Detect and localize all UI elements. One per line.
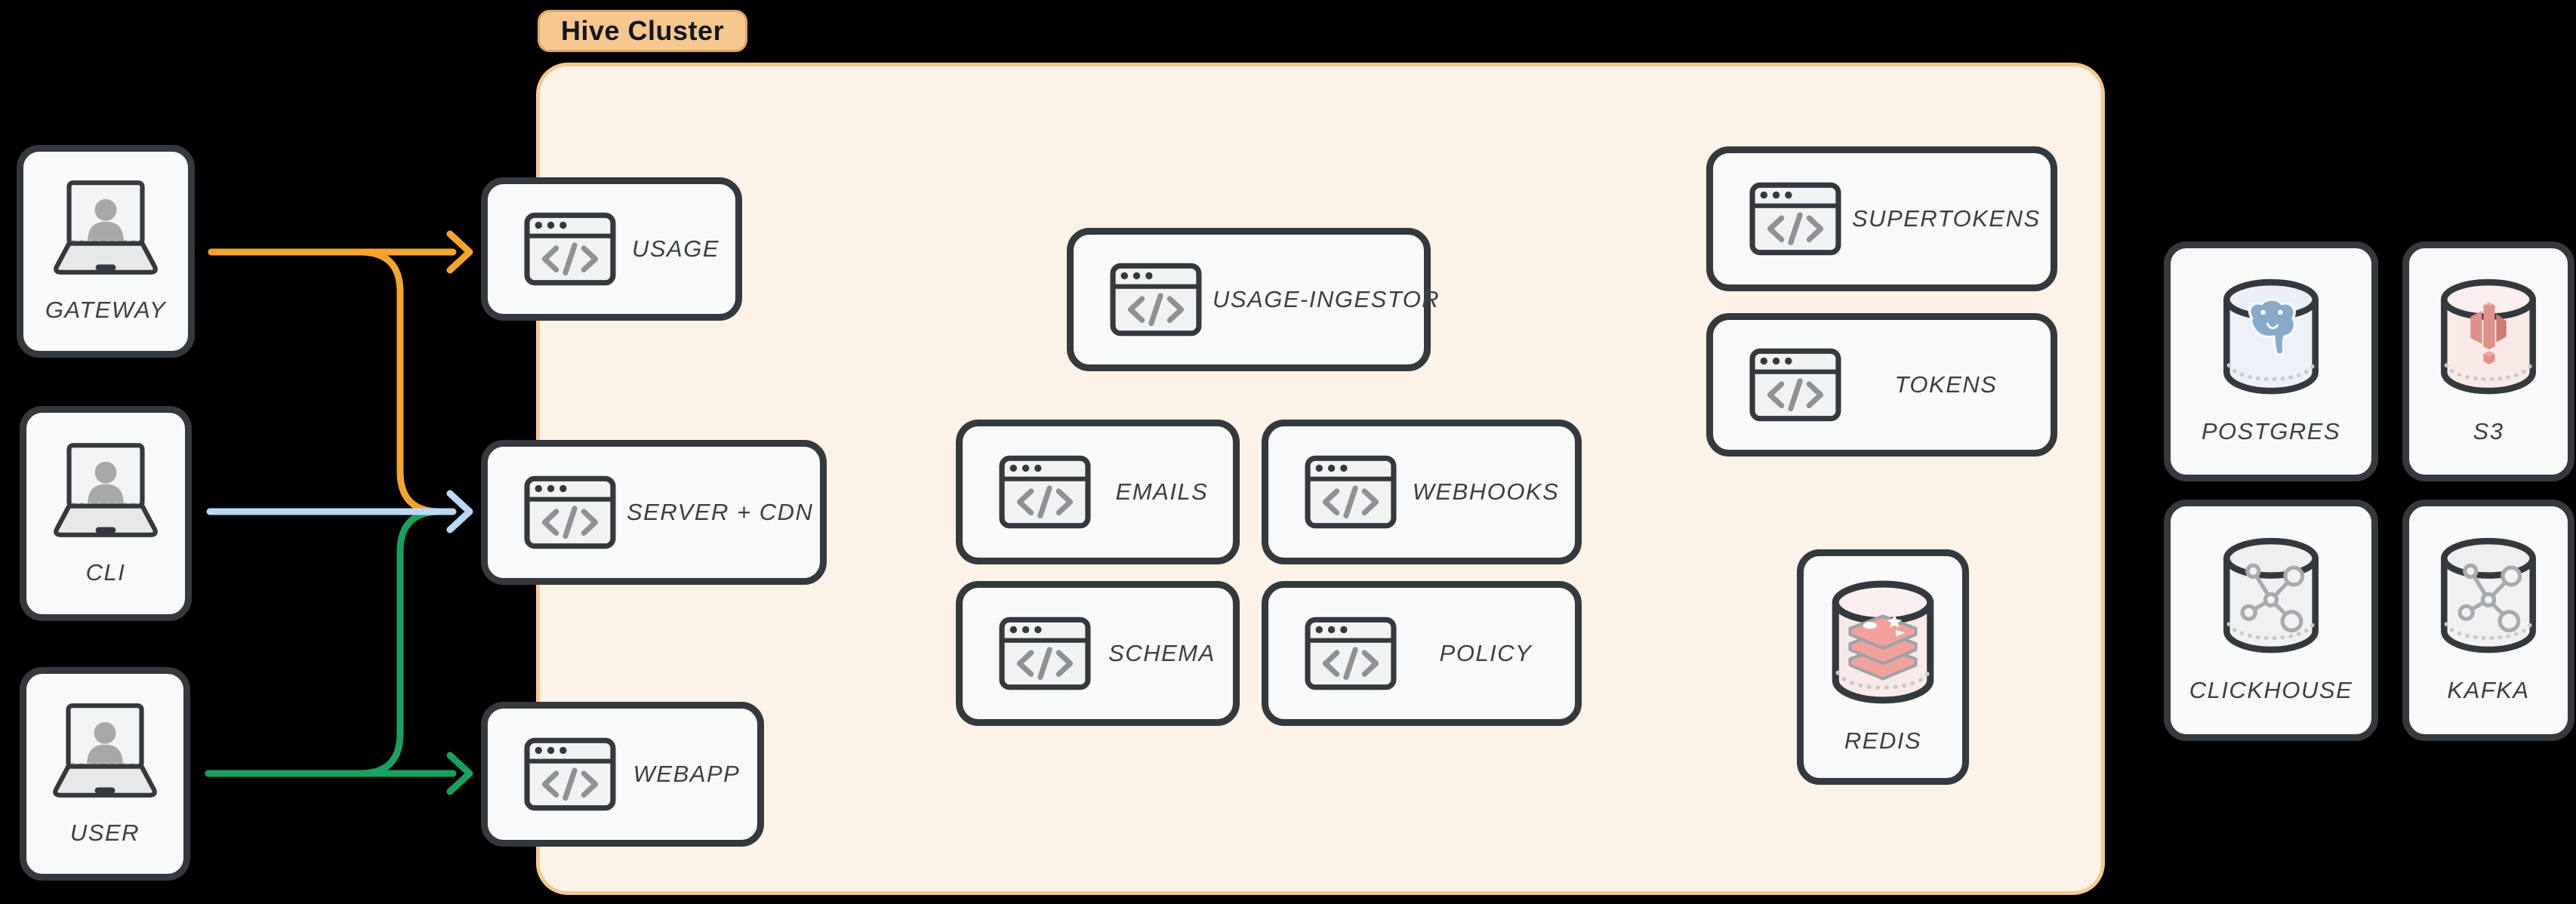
node-clickhouse: CLICKHOUSE <box>2164 500 2378 741</box>
edge-user-to-server-cdn <box>205 508 451 777</box>
node-s3-label: S3 <box>2473 418 2504 444</box>
code-window-icon <box>999 455 1091 529</box>
node-webapp-label: WEBAPP <box>633 761 741 787</box>
node-clickhouse-label: CLICKHOUSE <box>2189 677 2353 703</box>
node-user: USER <box>20 667 190 881</box>
code-window-icon <box>524 475 616 549</box>
node-user-label: USER <box>69 819 140 846</box>
node-postgres-label: POSTGRES <box>2201 418 2341 444</box>
node-usage-ingestor-label: USAGE-INGESTOR <box>1213 286 1441 312</box>
node-redis: REDIS <box>1797 549 1969 785</box>
node-tokens: TOKENS <box>1706 313 2057 457</box>
node-s3: S3 <box>2402 241 2574 481</box>
hive-cluster-tag: Hive Cluster <box>538 10 748 52</box>
arrowhead-webapp <box>446 752 473 795</box>
node-gateway: GATEWAY <box>17 145 195 358</box>
code-window-icon <box>1749 182 1841 256</box>
node-policy-label: POLICY <box>1439 640 1533 666</box>
node-supertokens: SUPERTOKENS <box>1706 146 2057 291</box>
node-schema: SCHEMA <box>956 581 1240 726</box>
code-window-icon <box>1749 348 1841 422</box>
node-kafka: KAFKA <box>2402 500 2574 741</box>
arrowhead-server-cdn <box>446 490 473 533</box>
postgres-database-icon <box>2217 278 2325 398</box>
node-postgres: POSTGRES <box>2164 241 2378 481</box>
node-server-cdn: SERVER + CDN <box>481 440 827 585</box>
node-webhooks: WEBHOOKS <box>1262 420 1582 564</box>
node-usage-ingestor: USAGE-INGESTOR <box>1067 228 1439 371</box>
code-window-icon <box>1110 263 1202 337</box>
node-tokens-label: TOKENS <box>1894 371 1998 398</box>
node-emails: EMAILS <box>956 420 1240 564</box>
node-cli-label: CLI <box>85 558 126 586</box>
node-emails-label: EMAILS <box>1115 478 1209 505</box>
code-window-icon <box>524 737 616 811</box>
node-webapp: WEBAPP <box>481 702 764 847</box>
laptop-user-icon <box>39 702 171 800</box>
code-window-icon <box>524 212 616 286</box>
redis-database-icon <box>1826 580 1940 708</box>
code-window-icon <box>999 617 1091 690</box>
node-webhooks-label: WEBHOOKS <box>1412 478 1560 505</box>
laptop-user-icon <box>39 441 172 540</box>
node-usage-label: USAGE <box>631 235 720 262</box>
code-window-icon <box>1305 617 1397 690</box>
node-usage: USAGE <box>481 177 742 321</box>
node-gateway-label: GATEWAY <box>45 297 167 323</box>
node-supertokens-label: SUPERTOKENS <box>1852 205 2041 232</box>
clickhouse-database-icon <box>2217 537 2325 657</box>
hive-cluster-tag-label: Hive Cluster <box>561 15 725 46</box>
node-kafka-label: KAFKA <box>2447 677 2530 703</box>
kafka-database-icon <box>2435 537 2542 657</box>
node-schema-label: SCHEMA <box>1108 640 1216 666</box>
node-redis-label: REDIS <box>1844 727 1922 754</box>
laptop-user-icon <box>39 179 172 277</box>
s3-database-icon <box>2435 278 2542 398</box>
arrowhead-usage <box>446 230 473 274</box>
code-window-icon <box>1305 455 1397 529</box>
node-server-cdn-label: SERVER + CDN <box>627 499 814 525</box>
node-policy: POLICY <box>1262 581 1582 726</box>
node-cli: CLI <box>20 406 192 621</box>
edge-gateway-to-server-cdn <box>208 248 451 515</box>
